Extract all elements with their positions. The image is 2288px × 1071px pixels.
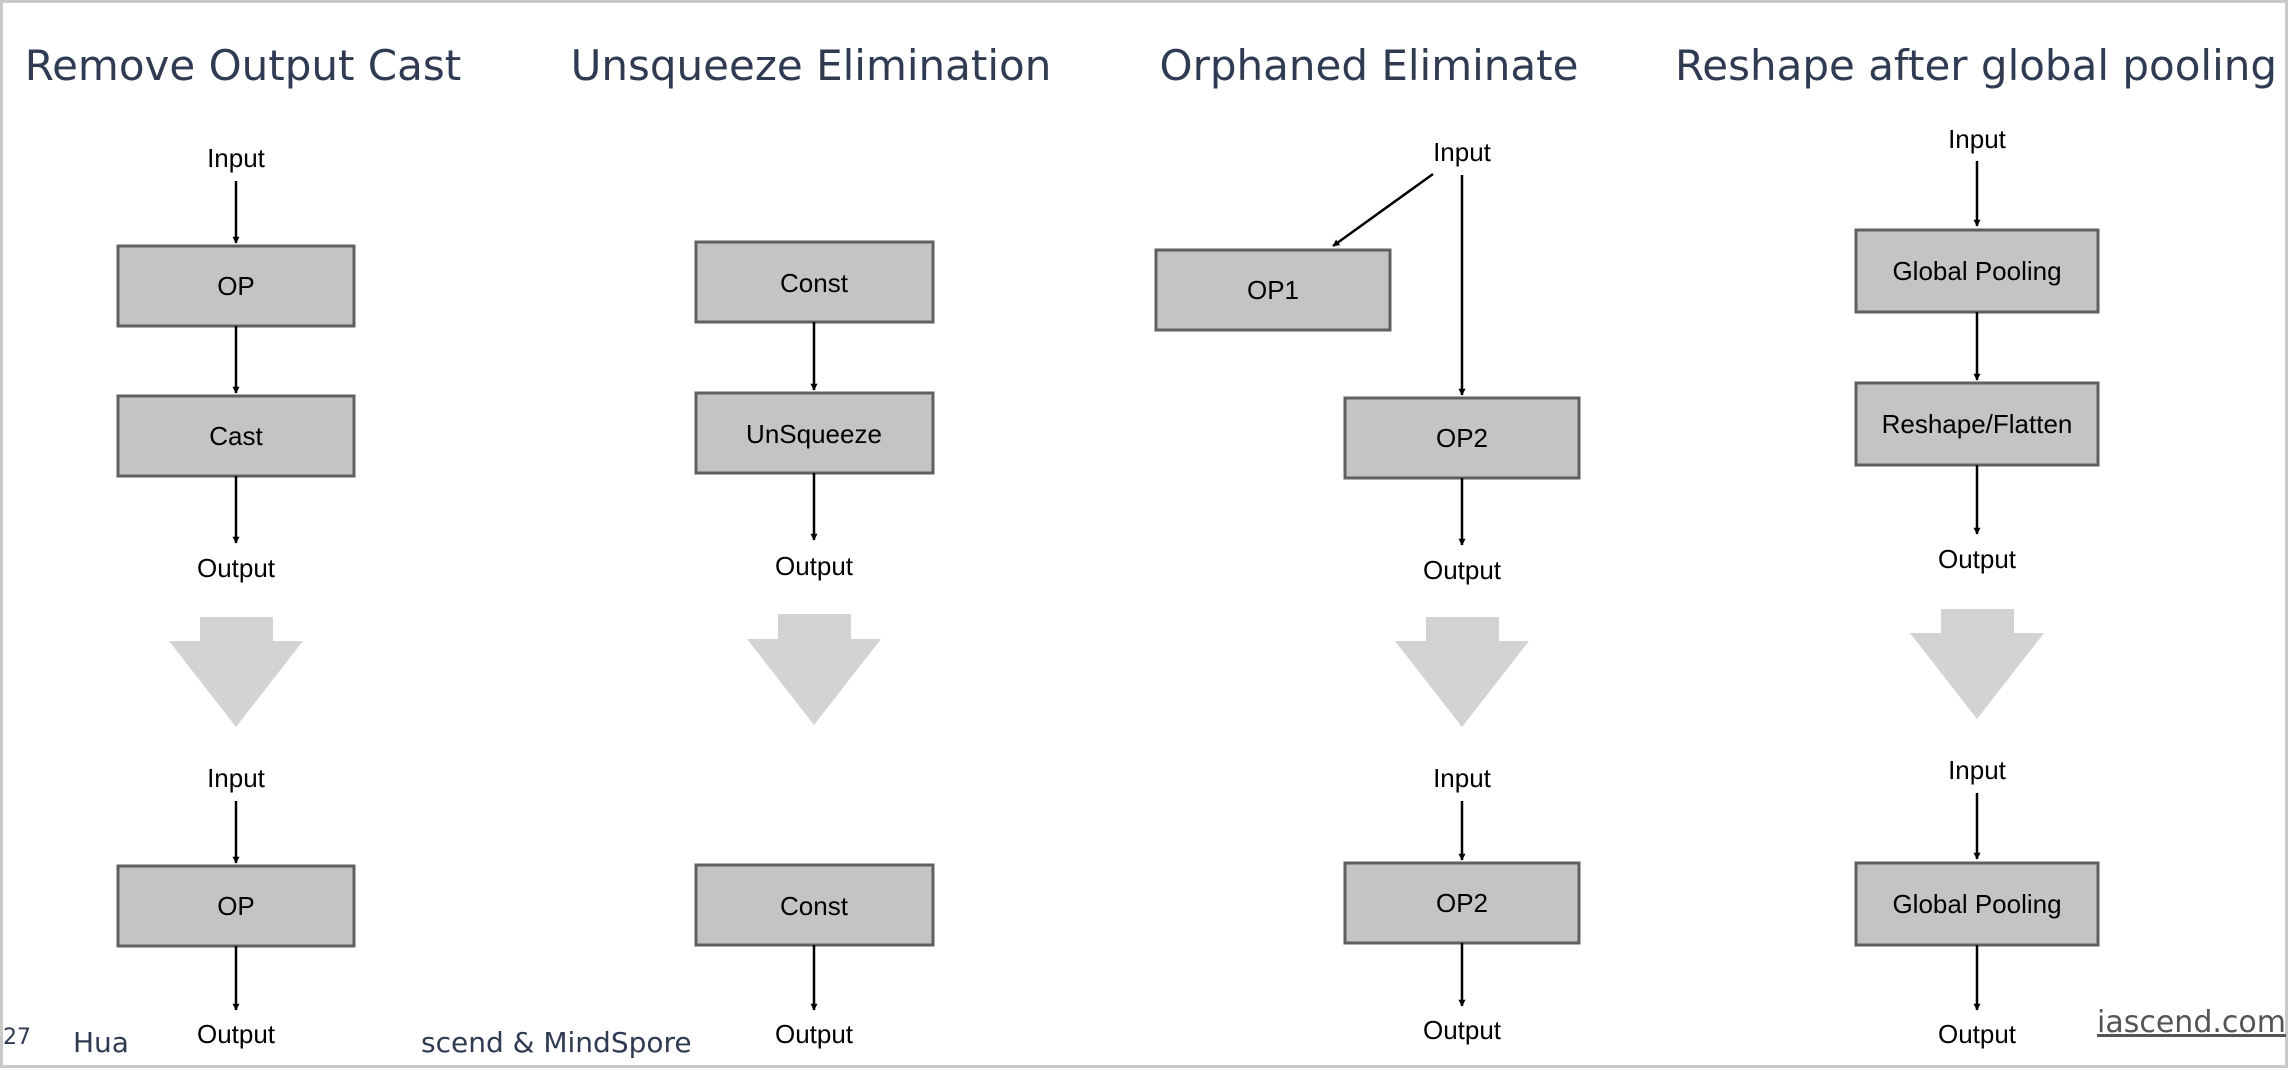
cast-node bbox=[116, 394, 356, 478]
const-node-label: Const bbox=[780, 891, 849, 921]
output-label: Output bbox=[1938, 1019, 2017, 1049]
panel-remove-output-cast: Input OP Cast Output Input OP Output bbox=[116, 143, 356, 1049]
edge-arrow bbox=[1332, 172, 1434, 248]
transform-arrow bbox=[1910, 609, 2044, 719]
output-label: Output bbox=[775, 1019, 854, 1049]
input-label: Input bbox=[1948, 124, 2007, 154]
op1-node-label: OP1 bbox=[1247, 275, 1299, 305]
op-node-label: OP bbox=[217, 271, 255, 301]
panel-title-reshape-after-global-pooling: Reshape after global pooling bbox=[1674, 41, 2278, 90]
reshape-flatten-node bbox=[1854, 381, 2100, 467]
panel-title-orphaned-eliminate: Orphaned Eliminate bbox=[1159, 41, 1579, 90]
output-label: Output bbox=[1938, 544, 2017, 574]
op1-node bbox=[1154, 248, 1392, 332]
footer-text-right: scend & MindSpore bbox=[421, 1026, 692, 1059]
const-node bbox=[694, 240, 935, 324]
output-label: Output bbox=[197, 1019, 276, 1049]
page-number: 27 bbox=[3, 1025, 31, 1050]
op2-node bbox=[1343, 396, 1581, 480]
op2-node bbox=[1343, 861, 1581, 945]
global-pooling-node-label: Global Pooling bbox=[1892, 256, 2061, 286]
footer-text-left: Hua bbox=[73, 1026, 129, 1059]
op2-node-label: OP2 bbox=[1436, 888, 1488, 918]
global-pooling-node-label: Global Pooling bbox=[1892, 889, 2061, 919]
cast-node-label: Cast bbox=[209, 421, 263, 451]
panel-orphaned-eliminate: Input OP1 OP2 Output Input OP2 Output bbox=[1154, 137, 1581, 1045]
panel-reshape-after-global-pooling: Input Global Pooling Reshape/Flatten Out… bbox=[1854, 124, 2100, 1049]
input-label: Input bbox=[1948, 755, 2007, 785]
output-label: Output bbox=[197, 553, 276, 583]
output-label: Output bbox=[1423, 555, 1502, 585]
output-label: Output bbox=[775, 551, 854, 581]
transform-arrow bbox=[1395, 617, 1529, 727]
input-label: Input bbox=[207, 143, 266, 173]
op-node-label: OP bbox=[217, 891, 255, 921]
panel-title-unsqueeze-elimination: Unsqueeze Elimination bbox=[570, 41, 1052, 90]
website-link[interactable]: iascend.com bbox=[2097, 1005, 2286, 1040]
input-label: Input bbox=[1433, 763, 1492, 793]
input-label: Input bbox=[207, 763, 266, 793]
panel-title-remove-output-cast: Remove Output Cast bbox=[24, 41, 462, 90]
panel-unsqueeze-elimination: Const UnSqueeze Output Const Output bbox=[694, 240, 935, 1049]
reshape-flatten-node-label: Reshape/Flatten bbox=[1882, 409, 2073, 439]
transform-arrow bbox=[747, 614, 881, 725]
input-label: Input bbox=[1433, 137, 1492, 167]
const-node-label: Const bbox=[780, 268, 849, 298]
unsqueeze-node bbox=[694, 391, 935, 475]
op2-node-label: OP2 bbox=[1436, 423, 1488, 453]
output-label: Output bbox=[1423, 1015, 1502, 1045]
transform-arrow bbox=[169, 617, 303, 727]
global-pooling-node bbox=[1854, 861, 2100, 947]
unsqueeze-node-label: UnSqueeze bbox=[746, 419, 882, 449]
optimization-diagrams: Input OP Cast Output Input OP Output Con… bbox=[116, 124, 2100, 1049]
op-node bbox=[116, 244, 356, 328]
